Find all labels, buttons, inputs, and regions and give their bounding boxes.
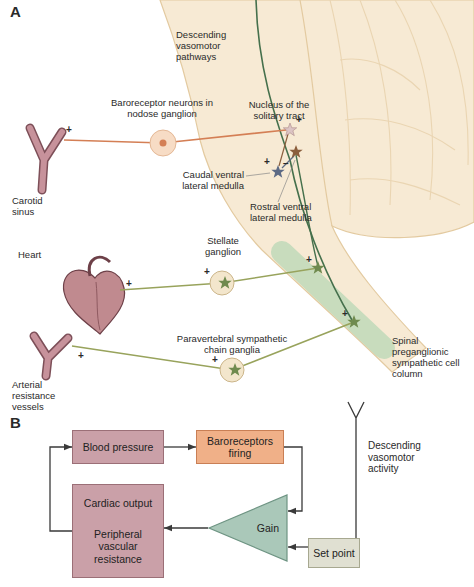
node-text: Blood pressure <box>83 441 154 453</box>
sign-symbol: + <box>126 278 132 290</box>
heart-symbol <box>63 257 124 334</box>
connector <box>288 546 308 547</box>
ganglion-neuron <box>228 363 241 376</box>
sign-symbol: + <box>264 156 270 168</box>
vessel-lumen <box>34 336 68 376</box>
structure-label: Nucleus of the solitary tract <box>236 100 322 122</box>
folium <box>345 119 455 150</box>
structure-label: Paravertebral sympathetic chain ganglia <box>172 334 292 356</box>
spinal-neuron <box>347 315 360 328</box>
structure-label: Carotid sinus <box>12 196 54 218</box>
vessel-lumen <box>30 128 62 190</box>
folium <box>430 0 468 165</box>
spinal-neuron <box>311 261 324 274</box>
cerebellum-folia <box>330 0 468 215</box>
node-text: Peripheral vascular resistance <box>76 528 160 564</box>
sign-symbol: − <box>283 158 289 170</box>
node-text: Baroreceptors firing <box>200 435 280 459</box>
arterial-vessel <box>34 336 68 376</box>
connector <box>164 446 196 447</box>
node-text: Gain <box>257 522 279 534</box>
sign-symbol: + <box>296 114 302 126</box>
panel-letter: A <box>10 3 21 20</box>
node-text: Cardiac output <box>84 497 152 509</box>
panel-letter: B <box>10 414 21 431</box>
leader-line <box>246 173 270 176</box>
folium <box>395 0 433 200</box>
sign-symbol: + <box>66 124 72 136</box>
baroreceptor-neuron <box>160 140 167 147</box>
folium <box>360 0 391 205</box>
folium <box>330 0 350 215</box>
setpoint-box: Set point <box>308 538 360 568</box>
node-text: Set point <box>313 547 354 559</box>
nts-neuron <box>283 123 296 136</box>
connector <box>164 527 208 528</box>
sign-symbol: + <box>342 308 348 320</box>
signal-label: Descending vasomotor activity <box>368 440 438 475</box>
paravertebral-ganglion <box>220 358 244 382</box>
brainstem-cerebellum <box>160 0 474 372</box>
folium <box>350 179 460 205</box>
structure-label: Arterial resistance vessels <box>12 380 64 413</box>
process-box: Baroreceptors firing <box>196 430 284 464</box>
structure-label: Spinal preganglionic sympathetic cell co… <box>392 336 470 380</box>
stellate-ganglion <box>210 271 234 295</box>
structure-label: Rostral ventral lateral medulla <box>250 202 330 224</box>
cerebellum-border <box>300 0 332 226</box>
carotid-sinus-vessel <box>30 128 62 190</box>
aorta <box>89 257 110 276</box>
heart-detail <box>96 282 100 330</box>
sign-symbol: + <box>204 266 210 278</box>
structure-label: Caudal ventral lateral medulla <box>164 170 244 192</box>
preganglionic-cell-column <box>282 252 384 348</box>
vessel-wall <box>30 128 62 190</box>
sign-symbol: + <box>212 354 218 366</box>
heart-body <box>63 270 124 334</box>
antenna-symbol <box>348 402 364 538</box>
ganglion-neuron <box>218 276 231 289</box>
gain-triangle: Gain <box>208 494 288 562</box>
cvlm-neuron <box>271 165 284 178</box>
vessel-wall <box>34 336 68 376</box>
process-box: Blood pressure <box>72 430 164 464</box>
structure-label: Stellate ganglion <box>194 236 252 258</box>
sign-symbol: + <box>78 350 84 362</box>
structure-label: Descending vasomotor pathways <box>176 30 242 63</box>
connector <box>50 447 72 531</box>
rvlm-neuron <box>289 145 302 158</box>
nodose-ganglion <box>150 130 176 156</box>
folium <box>340 59 420 90</box>
sign-symbol: + <box>306 254 312 266</box>
triangle-shape <box>209 495 287 561</box>
process-box: Cardiac outputPeripheral vascular resist… <box>72 484 164 578</box>
structure-label: Heart <box>18 250 41 261</box>
descending-pathway <box>256 0 352 320</box>
vascular-efferent <box>72 322 354 370</box>
structure-label: Baroreceptor neurons in nodose ganglion <box>98 98 226 120</box>
